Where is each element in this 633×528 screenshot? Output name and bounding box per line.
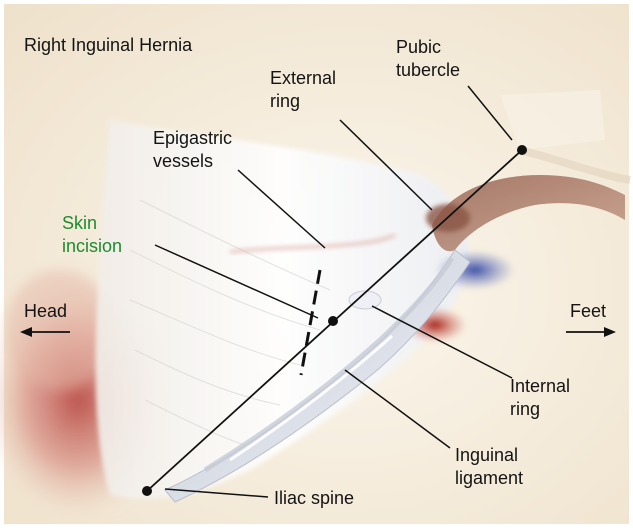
- external-ring-label-line-2: ring: [270, 90, 336, 113]
- external-ring-label-line-1: External: [270, 67, 336, 90]
- pubic-tubercle-label-line-1: Pubic: [396, 36, 460, 59]
- internal-ring-label-line-1: Internal: [510, 375, 570, 398]
- feet-label: Feet: [570, 300, 606, 323]
- midpoint-dot: [328, 316, 338, 326]
- head-label: Head: [24, 300, 67, 323]
- internal-ring-label-line-2: ring: [510, 398, 570, 421]
- inguinal-ligament-label: Inguinal ligament: [455, 444, 523, 490]
- diagram-title: Right Inguinal Hernia: [24, 34, 192, 57]
- pubic-tubercle-dot: [517, 145, 527, 155]
- epigastric-vessels-label: Epigastric vessels: [153, 127, 232, 173]
- internal-ring-label: Internal ring: [510, 375, 570, 421]
- epigastric-vessels-label-line-1: Epigastric: [153, 127, 232, 150]
- inguinal-ligament-label-line-2: ligament: [455, 467, 523, 490]
- iliac-spine-dot: [142, 486, 152, 496]
- pubic-tubercle-label-line-2: tubercle: [396, 59, 460, 82]
- epigastric-vessels-label-line-2: vessels: [153, 150, 232, 173]
- skin-incision-label-line-2: incision: [62, 235, 122, 258]
- iliac-spine-label: Iliac spine: [274, 487, 354, 510]
- pubic-tubercle-label: Pubic tubercle: [396, 36, 460, 82]
- skin-incision-label: Skin incision: [62, 212, 122, 258]
- inguinal-ligament-label-line-1: Inguinal: [455, 444, 523, 467]
- external-ring-label: External ring: [270, 67, 336, 113]
- skin-incision-label-line-1: Skin: [62, 212, 122, 235]
